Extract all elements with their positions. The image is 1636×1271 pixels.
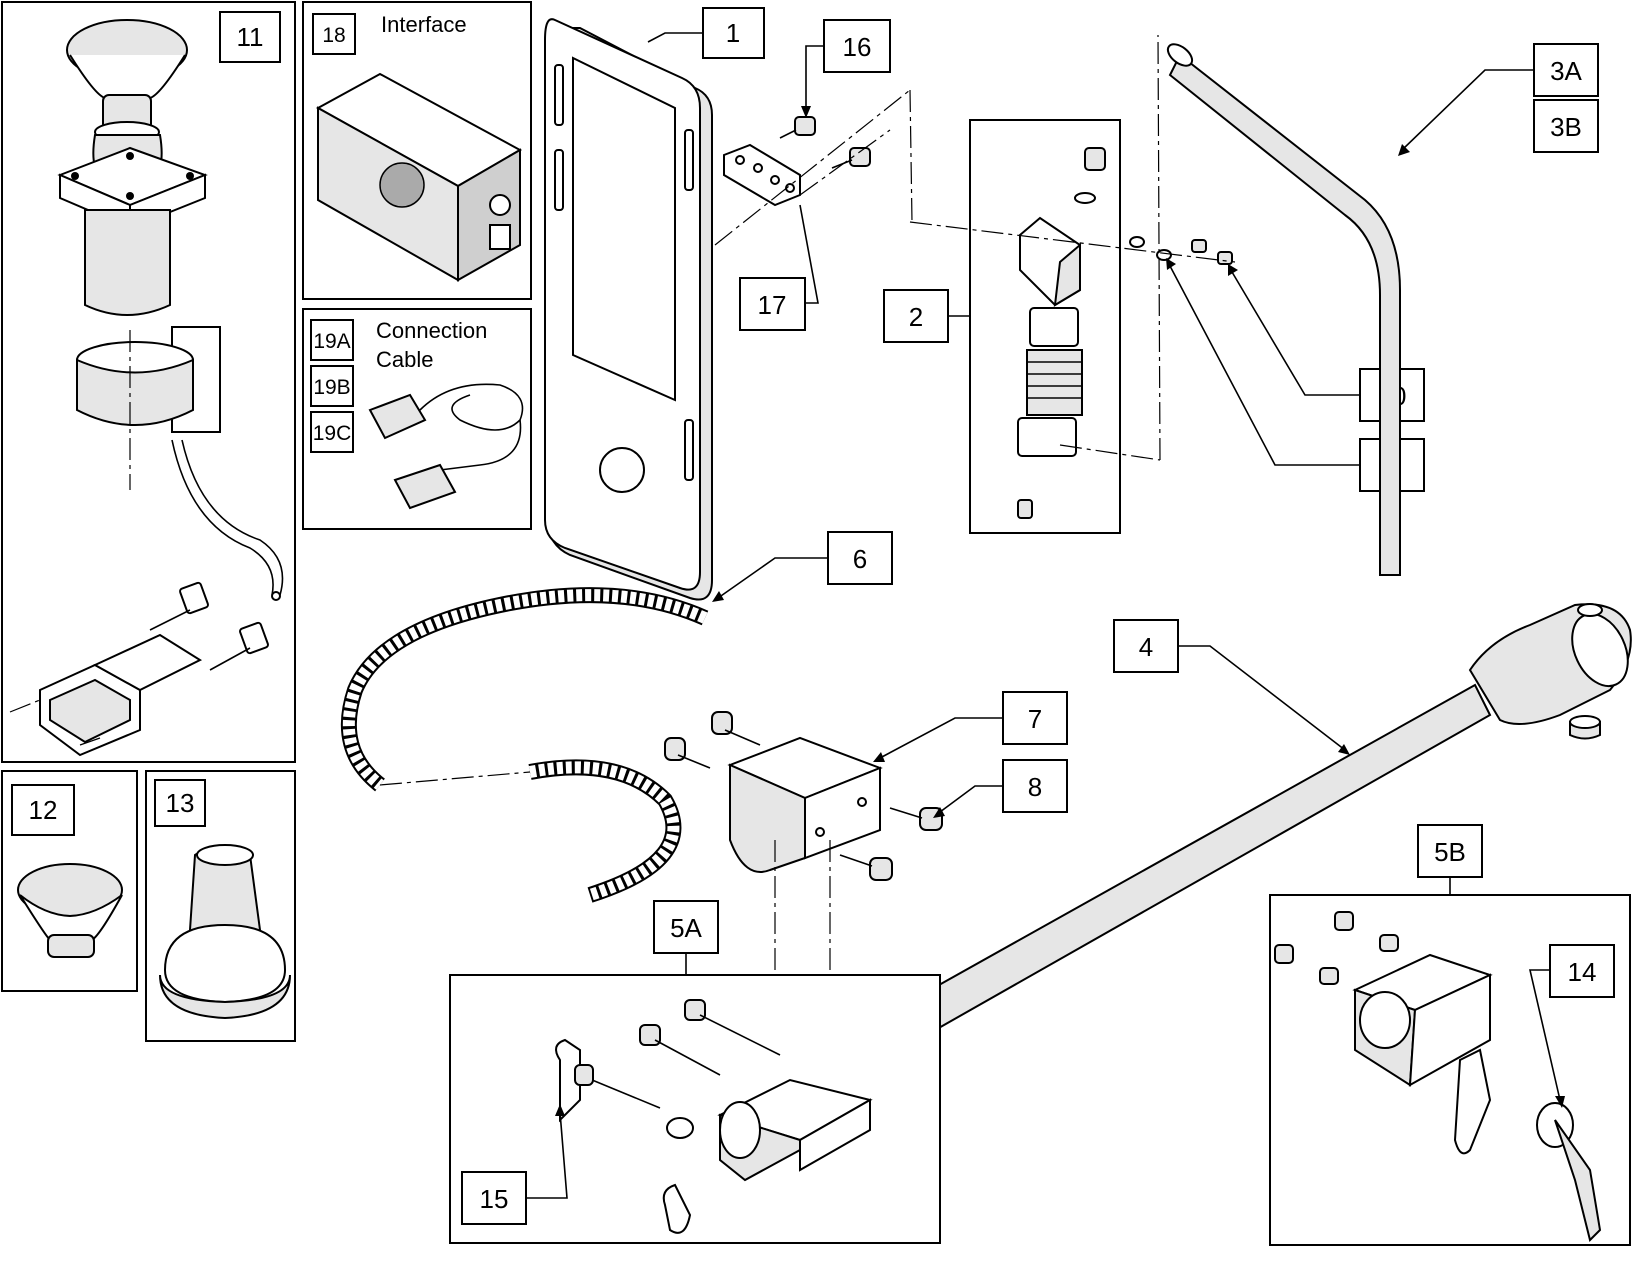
- part-4-long-tube: [871, 603, 1632, 1055]
- part-9-washers: [1129, 236, 1172, 261]
- callout-14-box: [1549, 944, 1615, 998]
- callout-19c: 19C: [313, 422, 352, 445]
- part-6-braided-sleeve: [340, 587, 709, 903]
- panel-19-connection-cable: 19A 19B 19C Connection Cable: [302, 308, 532, 530]
- callout-19a: 19A: [313, 330, 350, 353]
- panel-12-knob: 12: [1, 770, 138, 992]
- part-8-screws: [839, 807, 943, 881]
- panel-11-joystick: [1, 1, 296, 763]
- callout-4: 4: [1139, 632, 1153, 662]
- callout-5b: 5B: [1434, 837, 1466, 867]
- callout-7-box: [1002, 691, 1068, 745]
- part-1-display: [544, 18, 713, 601]
- callout-5a: 5A: [670, 913, 702, 943]
- part-10-screws: [1191, 239, 1233, 265]
- callout-19b: 19B: [313, 376, 350, 399]
- callout-13: 13: [166, 788, 195, 818]
- callout-5a-box: [653, 900, 719, 954]
- part-16-screws: [779, 116, 871, 169]
- callout-18: 18: [322, 24, 345, 47]
- callout-8: 8: [1028, 772, 1042, 802]
- panel-13-joystick-top: 13: [145, 770, 296, 1042]
- callout-11-box: [219, 11, 281, 63]
- callout-11: 11: [237, 22, 264, 52]
- callout-12: 12: [29, 795, 58, 825]
- panel-2-clamp: [969, 119, 1161, 534]
- callout-8-box: [1002, 759, 1068, 813]
- part-3-bent-tube: [1166, 43, 1401, 576]
- callout-6-box: [827, 531, 893, 585]
- callout-14: 14: [1568, 957, 1597, 987]
- callout-7: 7: [1028, 704, 1042, 734]
- callout-3a: 3A: [1550, 56, 1582, 86]
- connection-title-line2: Cable: [376, 347, 433, 372]
- callout-6: 6: [853, 544, 867, 574]
- callout-2-box: [883, 289, 949, 343]
- callout-16-box: [823, 19, 891, 73]
- callout-3b: 3B: [1550, 112, 1582, 142]
- callout-1-box: [702, 7, 765, 59]
- panel-18-interface: 18 Interface: [302, 1, 532, 300]
- connection-title-line1: Connection: [376, 318, 487, 343]
- callout-3b-box: [1533, 99, 1599, 153]
- interface-title: Interface: [381, 12, 467, 37]
- callout-17: 17: [758, 290, 787, 320]
- callout-1: 1: [726, 18, 740, 48]
- part-7-block: [664, 711, 883, 873]
- callout-16: 16: [843, 32, 872, 62]
- callout-2: 2: [909, 302, 923, 332]
- callout-17-box: [739, 277, 806, 331]
- callout-15: 15: [480, 1184, 509, 1214]
- part-17-bracket: [723, 143, 801, 207]
